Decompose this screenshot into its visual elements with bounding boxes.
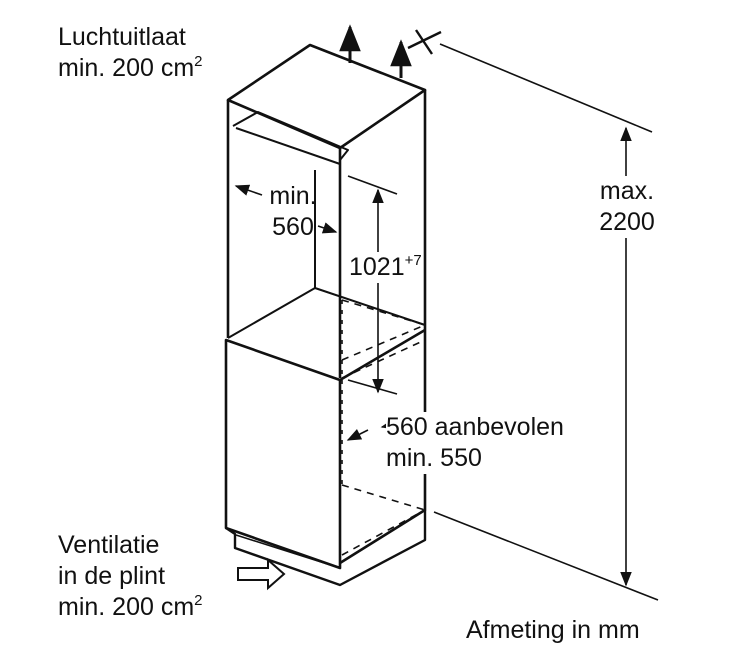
niche-height-value: 1021 xyxy=(349,253,405,281)
max-height-line1: max. xyxy=(582,176,672,207)
cabinet-right-edge xyxy=(339,90,427,565)
niche-height-tolerance: +7 xyxy=(404,252,422,269)
break-symbol xyxy=(407,29,442,55)
depth-minimum: min. 550 xyxy=(386,443,564,474)
min-width-label: min. 560 xyxy=(262,181,324,243)
air-outlet-value: min. 200 cm xyxy=(58,54,195,82)
air-outlet-line2: min. 200 cm2 xyxy=(58,53,203,84)
cabinet-outline xyxy=(224,43,427,587)
vent-unit-exponent: 2 xyxy=(194,592,203,609)
vent-value: min. 200 cm xyxy=(58,593,195,621)
vent-line2: in de plint xyxy=(58,562,166,590)
vent-line1: Ventilatie xyxy=(58,531,160,559)
depth-recommended: 560 aanbevolen xyxy=(386,412,564,443)
cabinet-top-face xyxy=(226,43,427,150)
max-height-line2: 2200 xyxy=(582,207,672,238)
air-outlet-unit-exponent: 2 xyxy=(194,53,203,70)
min-width-line2: 560 xyxy=(272,213,314,241)
depth-label: 560 aanbevolen min. 550 xyxy=(386,412,564,474)
max-height-label: max. 2200 xyxy=(582,176,672,238)
plinth-ventilation-label: Ventilatie in de plint min. 200 cm2 xyxy=(58,530,203,623)
air-outlet-label: Luchtuitlaat min. 200 cm2 xyxy=(58,22,203,84)
units-note: Afmeting in mm xyxy=(466,616,640,644)
min-width-line1: min. xyxy=(269,182,317,210)
niche-height-label: 1021+7 xyxy=(349,252,422,283)
ventilation-arrow-icon xyxy=(237,557,286,591)
air-outlet-line1: Luchtuitlaat xyxy=(58,23,186,51)
dimension-lines xyxy=(234,43,659,601)
vent-line3: min. 200 cm2 xyxy=(58,592,203,623)
airflow-arrows xyxy=(237,24,442,591)
appliance-front xyxy=(224,338,342,570)
